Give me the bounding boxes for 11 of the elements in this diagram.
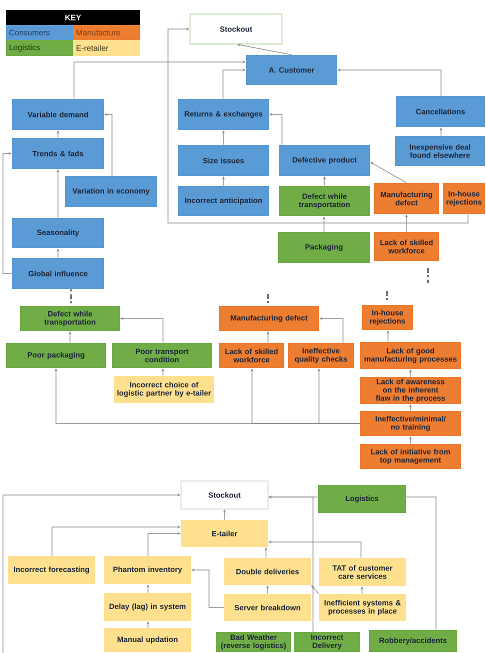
dashed-line [70,289,72,306]
legend-cell: Manufacture [73,25,140,40]
legend-cell: Consumers [6,25,73,40]
legend-cell: Logistics [6,40,73,56]
legend-heading: KEY [6,10,140,25]
arrow [168,27,468,224]
legend-cell: E-retailer [73,40,140,56]
connector-line [406,496,436,630]
arrow [311,585,320,594]
arrow [2,152,12,274]
arrow [237,44,292,56]
